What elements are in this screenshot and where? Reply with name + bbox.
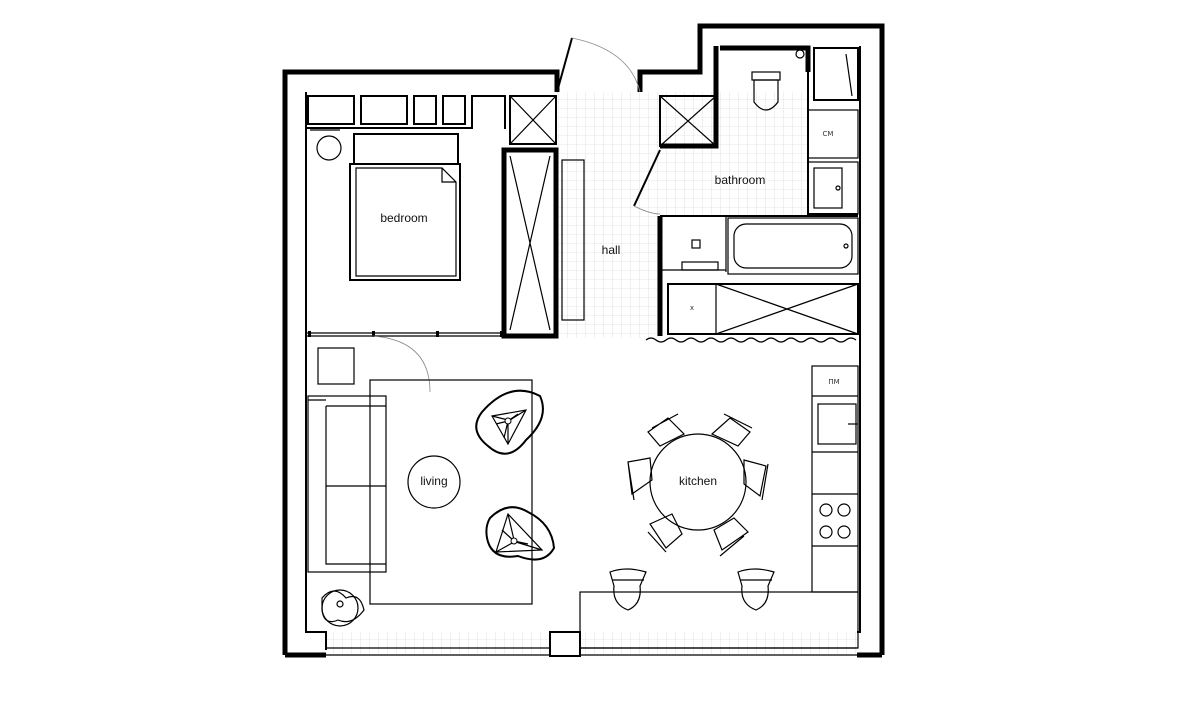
bathtub xyxy=(727,217,859,275)
entry-door-swing xyxy=(571,37,641,93)
washing-machine xyxy=(807,109,859,159)
bed-blanket xyxy=(355,167,457,277)
window-sill-strip xyxy=(326,632,858,654)
bathroom-door-leaf xyxy=(633,149,661,207)
column xyxy=(549,631,581,657)
room-label-kitchen: kitchen xyxy=(679,474,717,488)
burner-1 xyxy=(819,503,833,517)
armchair-bottom xyxy=(485,506,556,561)
cubby-4 xyxy=(442,95,466,125)
dining-chair-1 xyxy=(647,413,686,447)
kitchen-counter-right xyxy=(811,365,859,593)
bedside-lamp xyxy=(316,135,342,161)
dining-chair-3 xyxy=(627,457,653,501)
sink-basin xyxy=(813,167,843,209)
dining-chair-6 xyxy=(713,517,749,557)
outer-wall-left-top xyxy=(282,69,560,655)
burner-2 xyxy=(837,503,851,517)
bar-stool-right xyxy=(737,568,775,611)
room-label-living: living xyxy=(420,474,447,488)
sink-cabinet xyxy=(807,161,859,215)
outer-wall-right-top xyxy=(637,23,885,655)
burner-4 xyxy=(837,525,851,539)
bathtub-inner xyxy=(733,223,853,269)
bar-counter xyxy=(579,591,859,649)
dining-chair-5 xyxy=(647,513,683,553)
entry-door-leaf xyxy=(556,37,573,93)
inner-wall-left xyxy=(305,92,327,650)
cubby-3 xyxy=(413,95,437,125)
washer-mark: СМ xyxy=(823,130,834,138)
bedroom-partition xyxy=(306,332,504,337)
toilet-bowl xyxy=(753,79,779,111)
side-table xyxy=(317,347,355,385)
bedroom-top-wall xyxy=(305,92,506,129)
room-label-bedroom: bedroom xyxy=(380,211,427,225)
curtain xyxy=(645,337,857,343)
flush-button xyxy=(795,49,805,59)
living-table xyxy=(407,455,461,509)
wardrobe xyxy=(501,147,559,339)
bar-stool-left xyxy=(609,568,647,611)
shaft-left xyxy=(509,95,557,145)
closet-mark: x xyxy=(690,304,694,312)
hall-bench xyxy=(561,159,585,321)
sofa xyxy=(307,395,387,573)
bathroom-tiles xyxy=(660,92,810,216)
plant-icon xyxy=(321,589,365,627)
room-label-bathroom: bathroom xyxy=(715,173,766,187)
utility-closet xyxy=(667,283,859,335)
room-label-hall: hall xyxy=(602,243,621,257)
burner-3 xyxy=(819,525,833,539)
dining-chair-4 xyxy=(743,459,769,501)
rug xyxy=(369,379,533,605)
dining-chair-2 xyxy=(710,413,753,447)
fridge-mark: ПМ xyxy=(828,378,839,386)
utility-corner xyxy=(662,216,727,272)
bedroom-door-swing xyxy=(371,335,431,393)
bathroom-door-swing xyxy=(633,205,661,215)
toilet-tank xyxy=(751,71,781,81)
bed-headboard xyxy=(353,133,459,165)
cubby-2 xyxy=(360,95,408,125)
hall-tiles xyxy=(558,92,660,338)
armchair-top xyxy=(475,389,544,455)
shower-box xyxy=(813,47,859,101)
cubby-1 xyxy=(307,95,355,125)
